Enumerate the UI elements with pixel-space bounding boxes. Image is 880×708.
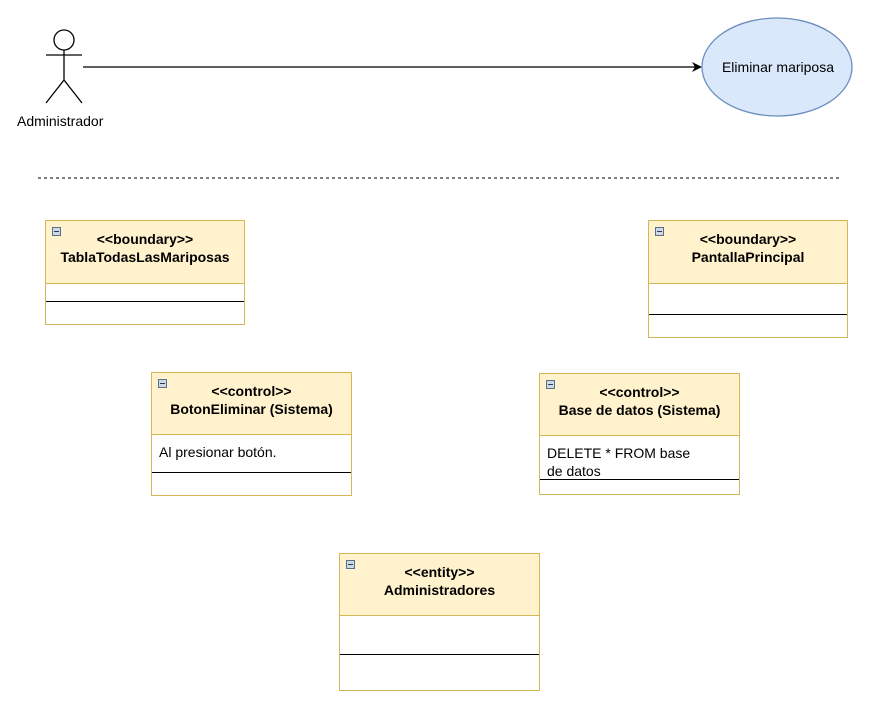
class-attributes: DELETE * FROM base de datos xyxy=(540,436,739,479)
class-header: <<control>> BotonEliminar (Sistema) xyxy=(152,373,351,435)
class-stereotype: <<entity>> xyxy=(404,564,475,580)
class-name: Administradores xyxy=(383,582,496,598)
collapse-icon[interactable] xyxy=(346,560,355,569)
class-stereotype: <<control>> xyxy=(599,384,680,400)
class-base-de-datos[interactable]: <<control>> Base de datos (Sistema) DELE… xyxy=(539,373,740,495)
class-stereotype: <<control>> xyxy=(211,383,292,399)
class-header: <<entity>> Administradores xyxy=(340,554,539,616)
usecase-ellipse[interactable] xyxy=(701,17,853,117)
class-header: <<boundary>> TablaTodasLasMariposas xyxy=(46,221,244,284)
class-header: <<control>> Base de datos (Sistema) xyxy=(540,374,739,436)
class-tabla-todas-las-mariposas[interactable]: <<boundary>> TablaTodasLasMariposas xyxy=(45,220,245,325)
collapse-icon[interactable] xyxy=(655,227,664,236)
class-stereotype: <<boundary>> xyxy=(699,231,797,247)
class-stereotype: <<boundary>> xyxy=(96,231,194,247)
class-attributes xyxy=(340,616,539,654)
class-name: PantallaPrincipal xyxy=(691,249,805,265)
class-attributes xyxy=(649,284,847,314)
class-name: Base de datos (Sistema) xyxy=(558,402,721,418)
class-methods xyxy=(340,654,539,690)
class-attributes xyxy=(46,284,244,301)
class-methods xyxy=(152,472,351,495)
class-boton-eliminar[interactable]: <<control>> BotonEliminar (Sistema) Al p… xyxy=(151,372,352,496)
class-methods xyxy=(649,314,847,337)
class-name: TablaTodasLasMariposas xyxy=(60,249,230,265)
usecase-label: Eliminar mariposa xyxy=(721,59,835,75)
class-methods xyxy=(540,479,739,494)
actor-figure[interactable] xyxy=(45,29,83,104)
class-attributes: Al presionar botón. xyxy=(152,435,351,472)
class-methods xyxy=(46,301,244,324)
collapse-icon[interactable] xyxy=(158,379,167,388)
attribute-line: DELETE * FROM base xyxy=(547,445,691,461)
collapse-icon[interactable] xyxy=(546,380,555,389)
actor-label: Administrador xyxy=(17,113,104,129)
class-header: <<boundary>> PantallaPrincipal xyxy=(649,221,847,284)
attribute-line: de datos xyxy=(547,463,601,479)
class-administradores[interactable]: <<entity>> Administradores xyxy=(339,553,540,691)
collapse-icon[interactable] xyxy=(52,227,61,236)
class-name: BotonEliminar (Sistema) xyxy=(170,401,333,417)
class-pantalla-principal[interactable]: <<boundary>> PantallaPrincipal xyxy=(648,220,848,338)
